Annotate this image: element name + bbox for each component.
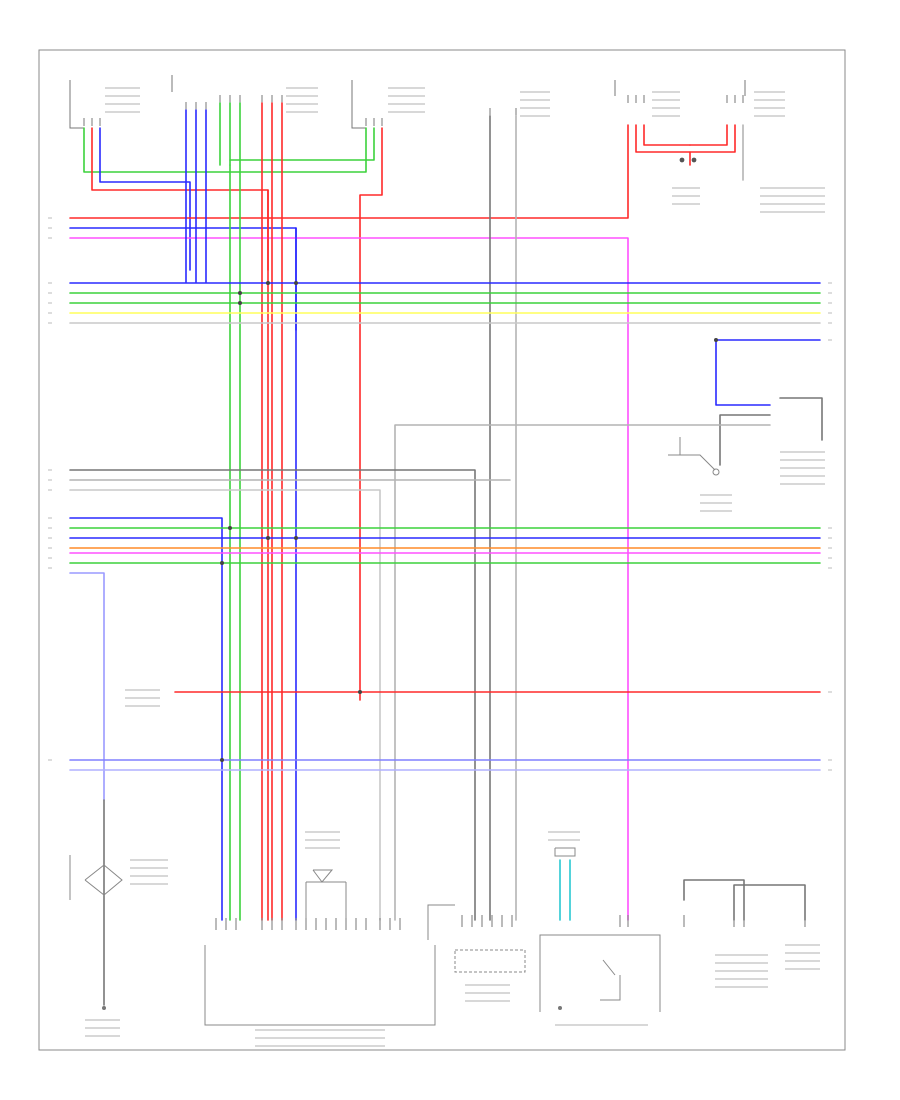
switch-bracket <box>539 934 661 1012</box>
wire-red-top-bus <box>69 124 629 219</box>
wire-blue-top-left <box>99 127 191 271</box>
bottom-connector-ticks <box>215 915 806 930</box>
wire-black-bottom-r2 <box>733 884 806 921</box>
bus-gray-mid2 <box>69 489 381 921</box>
component-brackets <box>69 75 746 129</box>
wire-red-right-3 <box>689 124 728 146</box>
component-bracket-1 <box>69 80 84 129</box>
wire-red-right-4 <box>689 124 736 153</box>
wire-red-right-1 <box>635 124 691 166</box>
wire-violet-left <box>69 572 105 801</box>
switch-contact-2 <box>600 975 621 1001</box>
wire-black-right-bracket <box>779 397 823 441</box>
wire-black-bottom-r1 <box>683 879 745 921</box>
wire-green-top-left <box>83 127 367 173</box>
junction-dots <box>220 281 718 762</box>
bottom-components <box>69 437 720 1026</box>
ground-node-right <box>712 468 720 476</box>
wire-red-top-left <box>91 127 269 271</box>
top-connector-ticks <box>83 95 744 126</box>
left-index-marks <box>48 217 832 771</box>
ground-symbols <box>102 157 697 1010</box>
wires <box>69 102 823 1006</box>
diagram-frame <box>38 49 846 1051</box>
wire-gray-right-sensor-2 <box>394 424 771 921</box>
center-module <box>454 949 526 973</box>
left-sensor-symbol <box>84 864 123 896</box>
wire-black-right-sensor-1 <box>719 414 771 466</box>
wire-red-top-mid <box>359 127 383 701</box>
wire-violet-top-bus <box>69 237 629 921</box>
bottom-sensor-top <box>554 847 576 857</box>
wire-green-top-mid <box>229 127 375 161</box>
ecu-bracket <box>204 945 436 1026</box>
illegible-labels <box>85 87 825 1047</box>
right-sensor-symbol <box>668 454 716 471</box>
ecu-group-marker <box>312 869 334 883</box>
center-module-bracket <box>427 904 455 940</box>
wire-blue-right-sensor <box>715 339 821 406</box>
switch-contact <box>602 959 616 976</box>
component-bracket-2 <box>351 80 366 129</box>
wire-red-right-2 <box>643 124 691 146</box>
bus-blue-2 <box>69 517 223 921</box>
